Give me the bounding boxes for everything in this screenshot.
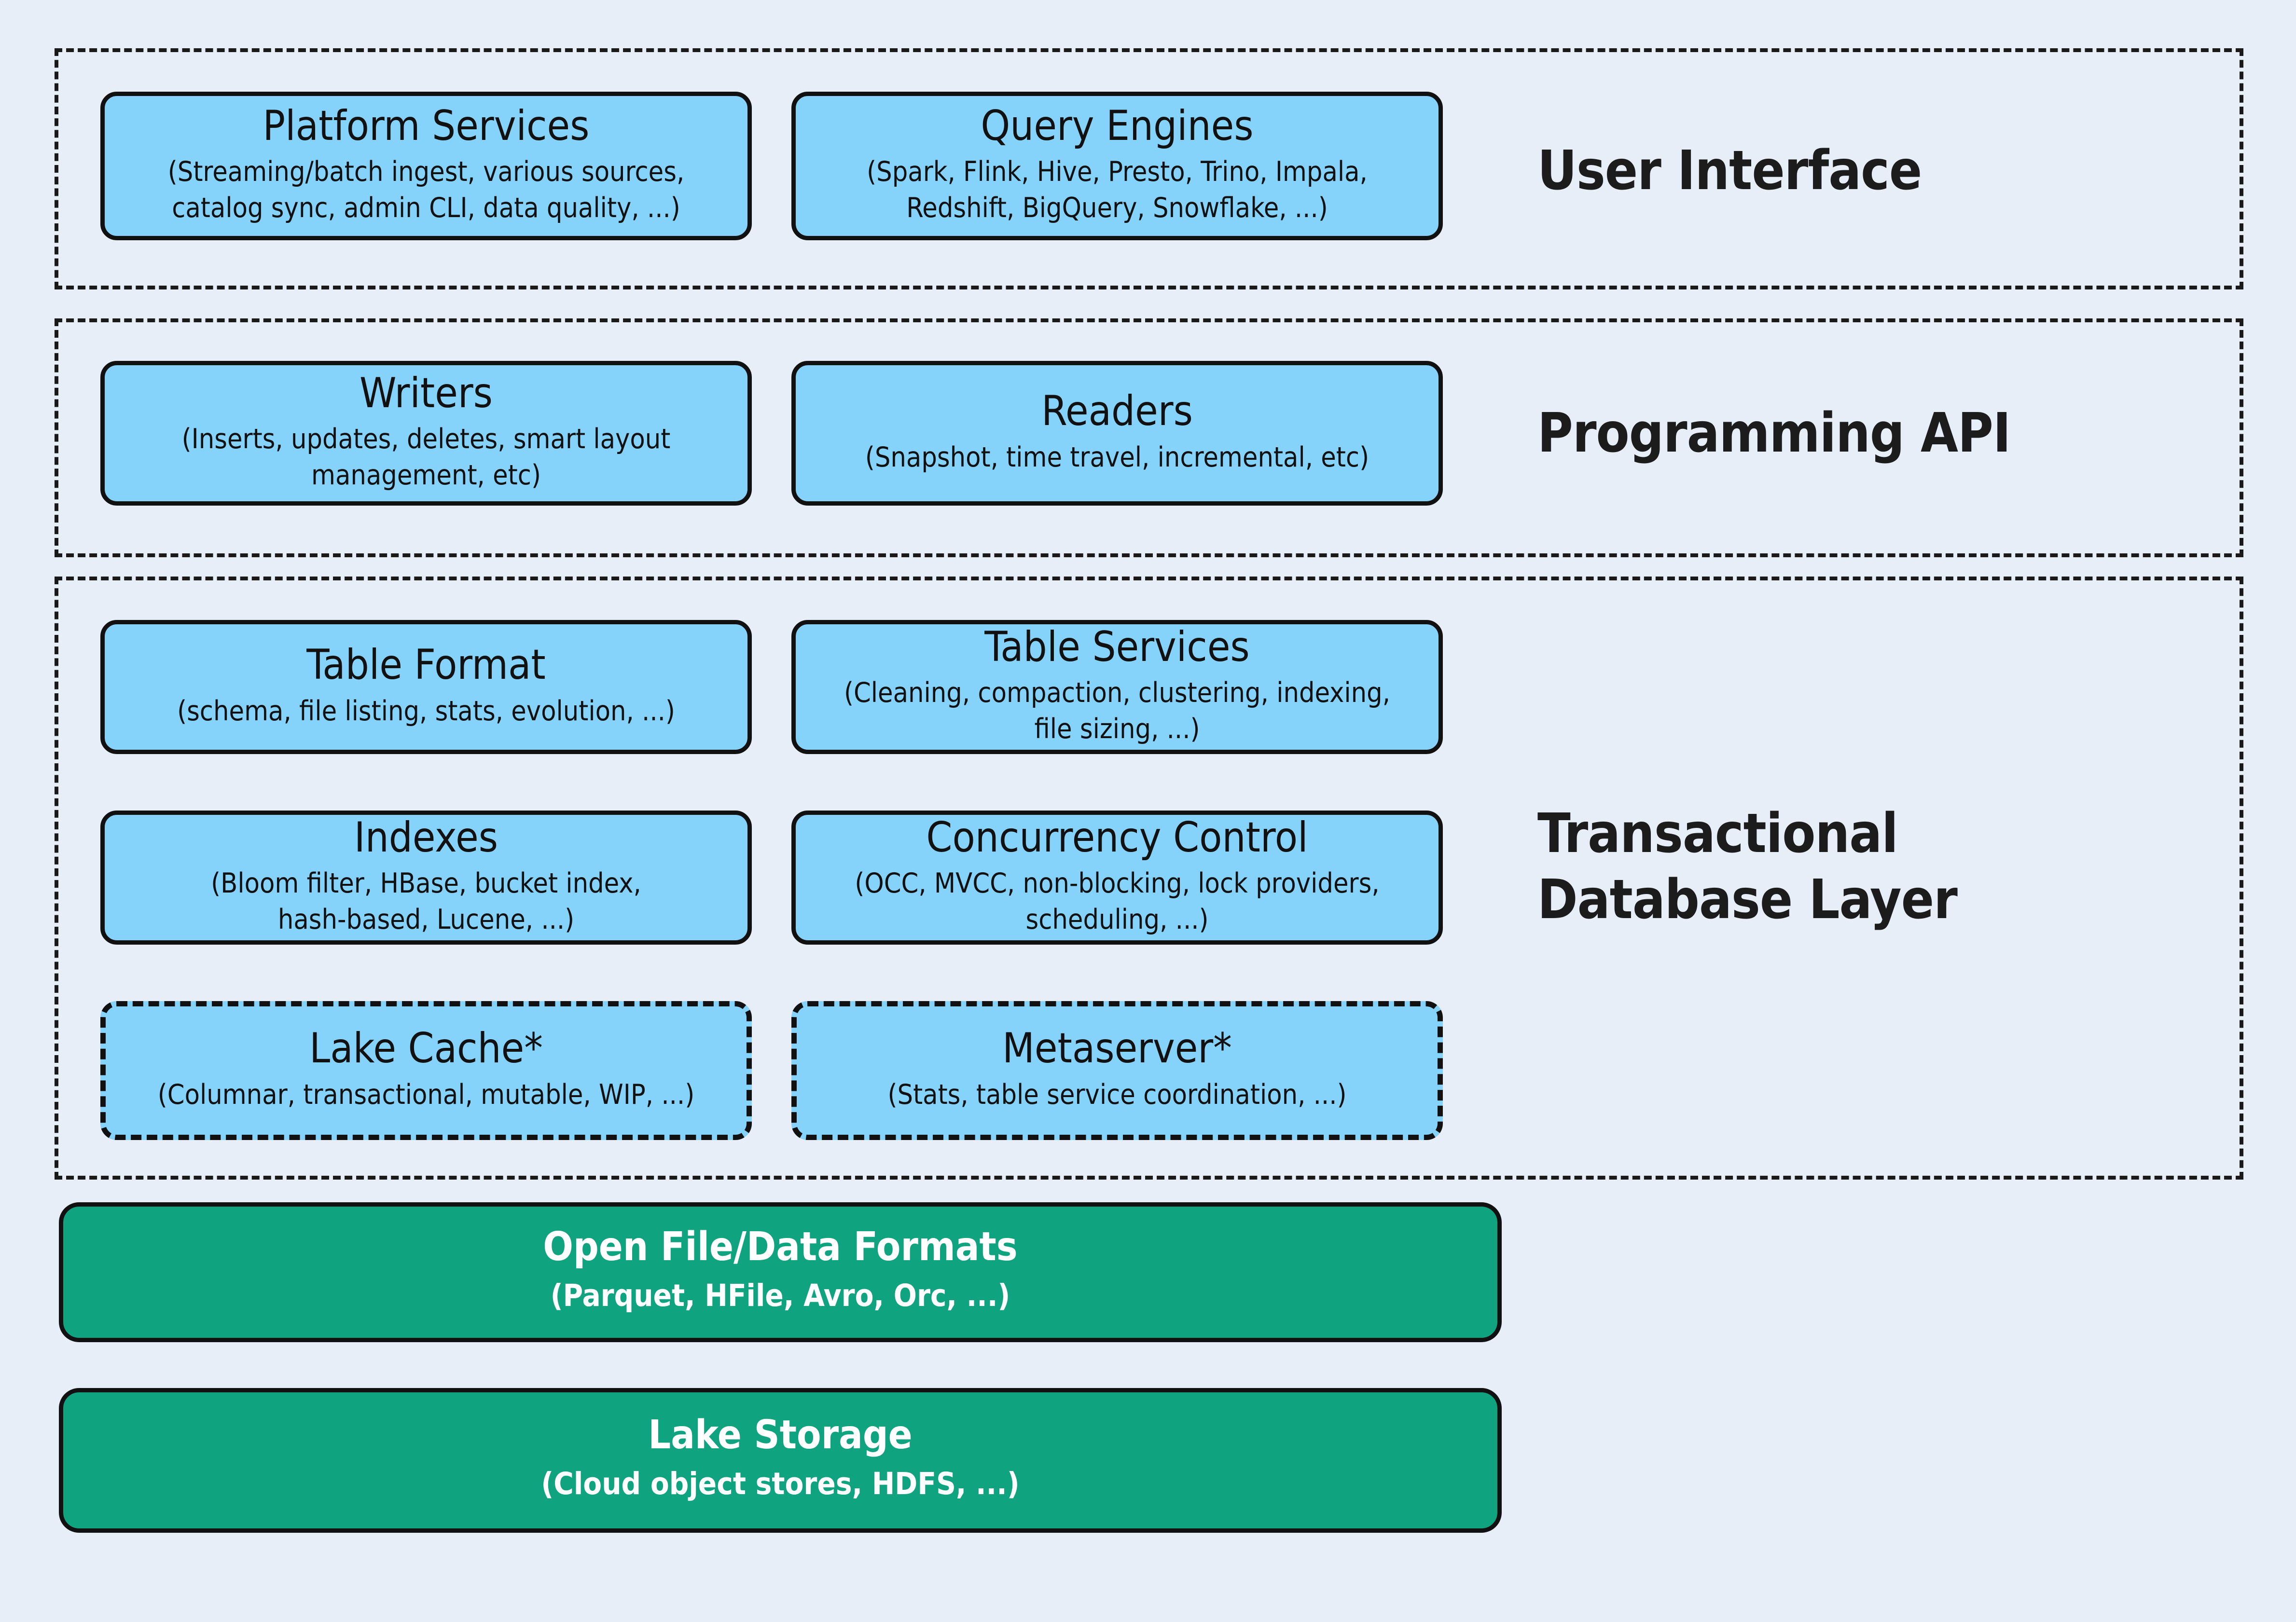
component-subtitle-concurrency-control: (OCC, MVCC, non-blocking, lock providers… (855, 867, 1380, 935)
storage-subtitle-open-file-data-formats: (Parquet, HFile, Avro, Orc, ...) (550, 1278, 1010, 1313)
component-box-table-format[interactable]: Table Format (schema, file listing, stat… (100, 620, 752, 754)
layer-title-transactional-database-layer: Transactional Database Layer (1537, 802, 1958, 931)
component-box-metaserver[interactable]: Metaserver* (Stats, table service coordi… (791, 1001, 1443, 1140)
component-title-table-format: Table Format (306, 641, 546, 689)
component-subtitle-query-engines: (Spark, Flink, Hive, Presto, Trino, Impa… (867, 156, 1368, 224)
component-box-concurrency-control[interactable]: Concurrency Control (OCC, MVCC, non-bloc… (791, 811, 1443, 945)
component-title-writers: Writers (360, 369, 493, 418)
storage-box-lake-storage[interactable]: Lake Storage (Cloud object stores, HDFS,… (59, 1388, 1502, 1533)
component-subtitle-metaserver: (Stats, table service coordination, ...) (887, 1078, 1347, 1111)
component-box-platform-services[interactable]: Platform Services (Streaming/batch inges… (100, 92, 752, 240)
storage-box-open-file-data-formats[interactable]: Open File/Data Formats (Parquet, HFile, … (59, 1202, 1502, 1342)
storage-title-lake-storage: Lake Storage (648, 1412, 913, 1458)
component-title-readers: Readers (1041, 387, 1193, 436)
component-box-indexes[interactable]: Indexes (Bloom filter, HBase, bucket ind… (100, 811, 752, 945)
component-title-metaserver: Metaserver* (1002, 1024, 1232, 1073)
layer-title-user-interface: User Interface (1537, 139, 1922, 202)
component-title-indexes: Indexes (354, 813, 498, 862)
storage-title-open-file-data-formats: Open File/Data Formats (543, 1223, 1018, 1270)
layer-group-user-interface (55, 48, 2243, 289)
component-box-table-services[interactable]: Table Services (Cleaning, compaction, cl… (791, 620, 1443, 754)
component-title-lake-cache: Lake Cache* (309, 1024, 543, 1073)
component-subtitle-lake-cache: (Columnar, transactional, mutable, WIP, … (157, 1078, 695, 1111)
layer-group-programming-api (55, 318, 2243, 557)
storage-subtitle-lake-storage: (Cloud object stores, HDFS, ...) (541, 1466, 1020, 1501)
component-subtitle-table-format: (schema, file listing, stats, evolution,… (177, 695, 675, 727)
component-subtitle-platform-services: (Streaming/batch ingest, various sources… (167, 156, 685, 224)
component-subtitle-indexes: (Bloom filter, HBase, bucket index, hash… (211, 867, 641, 935)
component-box-readers[interactable]: Readers (Snapshot, time travel, incremen… (791, 361, 1443, 506)
component-title-table-services: Table Services (984, 623, 1250, 672)
component-title-concurrency-control: Concurrency Control (926, 813, 1308, 862)
component-subtitle-writers: (Inserts, updates, deletes, smart layout… (181, 423, 671, 491)
component-subtitle-readers: (Snapshot, time travel, incremental, etc… (865, 441, 1369, 473)
component-box-writers[interactable]: Writers (Inserts, updates, deletes, smar… (100, 361, 752, 506)
layer-group-transactional-database-layer (55, 577, 2243, 1180)
layer-title-programming-api: Programming API (1537, 402, 2011, 465)
component-subtitle-table-services: (Cleaning, compaction, clustering, index… (844, 677, 1391, 745)
component-box-lake-cache[interactable]: Lake Cache* (Columnar, transactional, mu… (100, 1001, 752, 1140)
component-title-platform-services: Platform Services (263, 102, 590, 151)
component-title-query-engines: Query Engines (981, 102, 1254, 151)
component-box-query-engines[interactable]: Query Engines (Spark, Flink, Hive, Prest… (791, 92, 1443, 240)
